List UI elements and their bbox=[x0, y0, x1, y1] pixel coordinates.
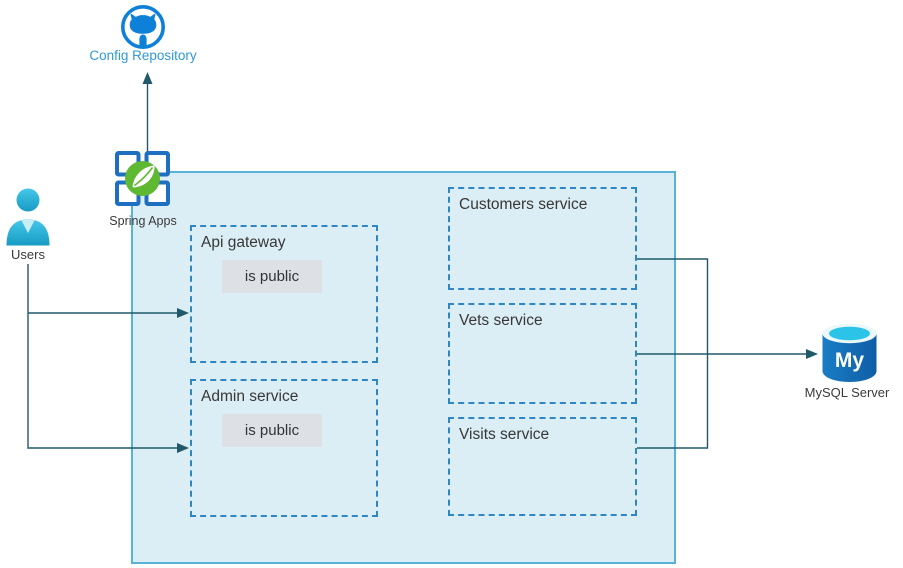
admin-service-is-public-badge: is public bbox=[222, 414, 322, 447]
customers-service-box: Customers service bbox=[448, 187, 637, 290]
vets-service-title: Vets service bbox=[459, 312, 543, 329]
api-gateway-is-public-badge: is public bbox=[222, 260, 322, 293]
api-gateway-box: Api gateway is public bbox=[190, 225, 378, 363]
config-repository-label: Config Repository bbox=[89, 48, 197, 63]
mysql-icon-text: My bbox=[835, 349, 864, 372]
mysql-server-icon: My bbox=[822, 323, 877, 382]
visits-service-box: Visits service bbox=[448, 417, 637, 516]
users-to-admin-arrow bbox=[27, 264, 189, 453]
github-icon bbox=[120, 4, 166, 50]
users-icon bbox=[6, 188, 50, 246]
spring-apps-container-box bbox=[131, 171, 676, 564]
spring-apps-icon bbox=[115, 151, 170, 206]
mysql-server-label: MySQL Server bbox=[804, 385, 890, 400]
api-gateway-title: Api gateway bbox=[201, 234, 286, 251]
admin-service-title: Admin service bbox=[201, 388, 299, 405]
admin-service-box: Admin service is public bbox=[190, 379, 378, 517]
vets-service-box: Vets service bbox=[448, 303, 637, 404]
customers-service-title: Customers service bbox=[459, 196, 588, 213]
visits-service-title: Visits service bbox=[459, 426, 550, 443]
users-label: Users bbox=[11, 247, 45, 262]
spring-apps-label: Spring Apps bbox=[109, 214, 177, 228]
